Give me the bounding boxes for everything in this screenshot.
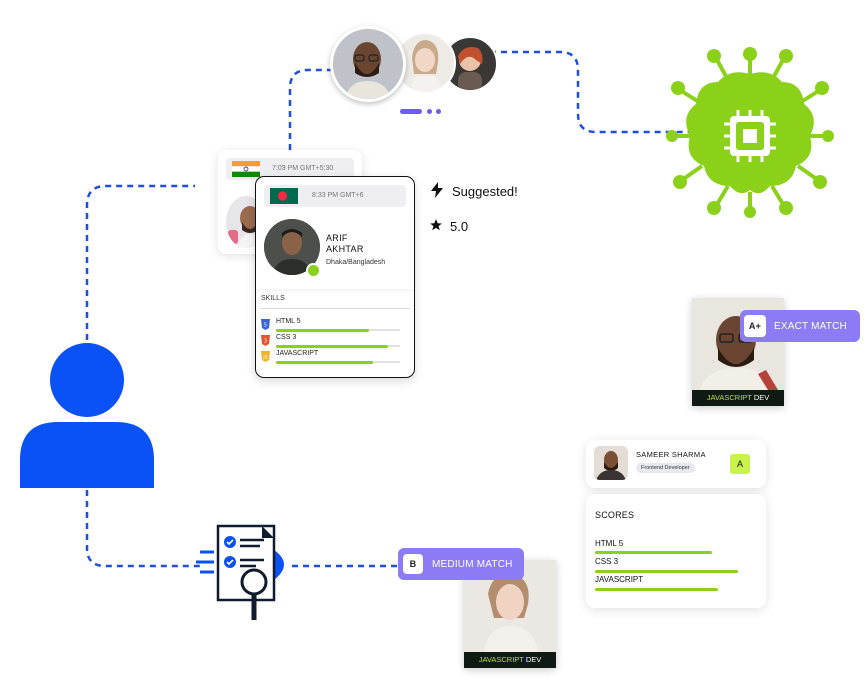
candidate-first-name: ARIF — [326, 233, 348, 243]
medium-match-grade: B — [403, 554, 423, 574]
sameer-card[interactable]: SAMEER SHARMA Frontend Developer A — [586, 440, 766, 488]
exact-match-role: JAVASCRIPT DEV — [692, 390, 784, 406]
user-icon — [20, 343, 154, 488]
star-icon — [430, 219, 442, 231]
back-card-time: 7:03 PM GMT+5:30 — [272, 165, 334, 172]
score-bar-javascript — [595, 588, 718, 591]
svg-text:3: 3 — [264, 339, 267, 345]
time-pill: 8:33 PM GMT+6 — [264, 185, 406, 207]
india-flag-icon — [232, 161, 260, 177]
candidate-card-main[interactable]: 8:33 PM GMT+6 ARIF AKHTAR Dhaka/Banglade… — [255, 176, 415, 378]
connector-user-to-card — [85, 184, 195, 340]
score-name-javascript: JAVASCRIPT — [595, 575, 644, 584]
medium-match-role: JAVASCRIPT DEV — [464, 652, 556, 668]
svg-text:JS: JS — [262, 355, 267, 361]
online-status-dot — [306, 263, 321, 278]
suggested-label: Suggested! — [452, 184, 518, 199]
carousel-dots[interactable] — [400, 109, 444, 115]
sameer-role-pill: Frontend Developer — [636, 463, 695, 473]
html5-icon: 5 — [261, 319, 270, 330]
medium-match-badge: B MEDIUM MATCH — [398, 548, 524, 580]
sameer-grade-badge: A — [730, 454, 750, 474]
time-pill: 7:03 PM GMT+5:30 — [226, 158, 354, 180]
skills-heading: SKILLS — [261, 295, 285, 302]
css3-icon: 3 — [261, 335, 270, 346]
javascript-icon: JS — [261, 351, 270, 362]
connector-card-to-avatars — [288, 68, 335, 150]
skill-name-javascript: JAVASCRIPT — [276, 350, 319, 357]
bangladesh-flag-icon — [270, 188, 298, 204]
score-bar-css — [595, 570, 738, 573]
exact-match-badge: A+ EXACT MATCH — [740, 310, 860, 342]
score-name-css: CSS 3 — [595, 557, 619, 566]
connector-avatars-to-ai — [490, 50, 690, 134]
scores-card: SCORES HTML 5 CSS 3 JAVASCRIPT — [586, 494, 766, 608]
main-card-time: 8:33 PM GMT+6 — [312, 192, 364, 199]
sameer-avatar — [594, 446, 628, 480]
score-name-html: HTML 5 — [595, 539, 624, 548]
avatar-group — [330, 26, 498, 114]
exact-match-card[interactable]: JAVASCRIPT DEV — [692, 298, 784, 406]
skill-bar-javascript — [276, 360, 373, 364]
lightning-icon — [431, 182, 443, 198]
skill-name-css: CSS 3 — [276, 334, 297, 341]
avatar-man — [330, 26, 406, 102]
candidate-last-name: AKHTAR — [326, 244, 364, 254]
document-search-icon — [196, 524, 284, 620]
rating-value: 5.0 — [450, 219, 469, 234]
skill-bar-css — [276, 344, 388, 348]
connector-user-to-doc — [85, 490, 200, 568]
skill-name-html: HTML 5 — [276, 318, 301, 325]
exact-match-label: EXACT MATCH — [774, 320, 847, 332]
profile-section: ARIF AKHTAR Dhaka/Bangladesh — [256, 213, 414, 289]
avatar-woman-red — [442, 36, 498, 92]
svg-text:5: 5 — [264, 323, 267, 329]
skills-divider — [260, 308, 410, 309]
candidate-location: Dhaka/Bangladesh — [326, 259, 386, 266]
candidate-name: ARIF AKHTAR — [326, 233, 364, 255]
exact-match-grade: A+ — [744, 315, 766, 337]
scores-heading: SCORES — [595, 510, 635, 520]
skill-bar-html — [276, 328, 369, 332]
score-bar-html — [595, 551, 712, 554]
sameer-name: SAMEER SHARMA — [636, 450, 706, 459]
ai-brain-chip-icon — [666, 47, 834, 218]
medium-match-label: MEDIUM MATCH — [432, 558, 513, 570]
